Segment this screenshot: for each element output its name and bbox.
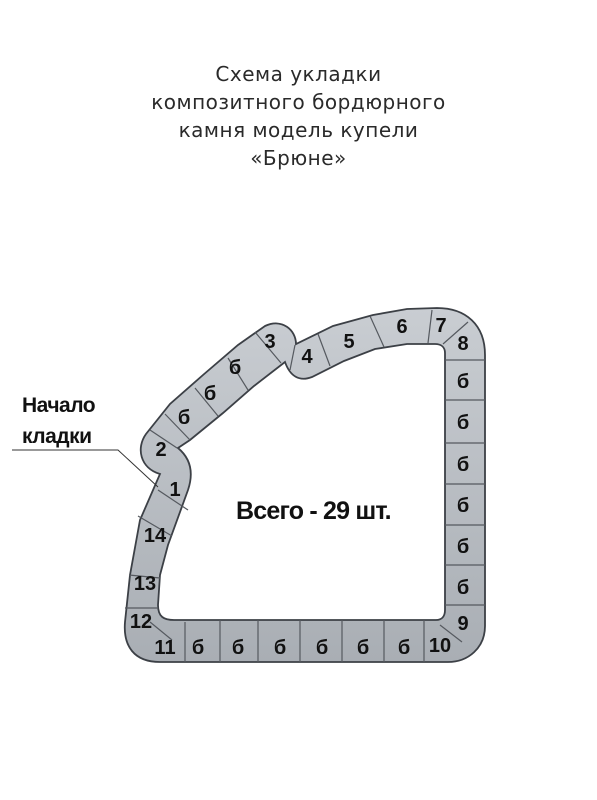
stone-label-b: б xyxy=(398,637,410,659)
stone-label-3: 3 xyxy=(264,331,275,353)
stone-label-b: б xyxy=(204,383,216,405)
stone-label-7: 7 xyxy=(435,315,446,337)
stone-label-10: 10 xyxy=(429,635,451,657)
start-label-line-2: кладки xyxy=(22,425,92,448)
stone-label-b: б xyxy=(178,407,190,429)
stone-label-2: 2 xyxy=(155,439,166,461)
title-line-2: композитного бордюрного xyxy=(151,90,446,114)
stone-label-b: б xyxy=(232,637,244,659)
stone-label-b: б xyxy=(457,536,469,558)
stone-label-8: 8 xyxy=(457,333,468,355)
stone-joints xyxy=(125,309,485,662)
stone-label-b: б xyxy=(316,637,328,659)
stone-ring xyxy=(123,307,486,663)
stone-label-5: 5 xyxy=(343,331,354,353)
start-leader-line xyxy=(12,449,159,488)
stone-label-6: 6 xyxy=(396,316,407,338)
stone-label-b: б xyxy=(274,637,286,659)
stone-label-b: б xyxy=(229,357,241,379)
start-label-line-1: Начало xyxy=(22,394,95,417)
standard-stones: б б б б б б б б б б б б б б б xyxy=(178,357,469,659)
stone-label-12: 12 xyxy=(130,611,152,633)
total-count: Всего - 29 шт. xyxy=(236,497,391,525)
stone-label-b: б xyxy=(457,371,469,393)
stone-label-14: 14 xyxy=(144,525,167,547)
title-line-4: «Брюне» xyxy=(250,146,347,170)
stone-label-b: б xyxy=(457,412,469,434)
stone-label-1: 1 xyxy=(169,479,180,501)
diagram-title: Схема укладки композитного бордюрного ка… xyxy=(0,60,597,172)
stone-label-b: б xyxy=(192,637,204,659)
stone-label-13: 13 xyxy=(134,573,156,595)
stone-label-b: б xyxy=(457,577,469,599)
title-line-3: камня модель купели xyxy=(178,118,419,142)
title-line-1: Схема укладки xyxy=(215,62,382,86)
stone-label-b: б xyxy=(357,637,369,659)
stone-label-b: б xyxy=(457,454,469,476)
stone-label-11: 11 xyxy=(154,637,175,659)
stone-label-4: 4 xyxy=(301,346,313,368)
stone-label-b: б xyxy=(457,495,469,517)
stone-label-9: 9 xyxy=(457,613,468,635)
